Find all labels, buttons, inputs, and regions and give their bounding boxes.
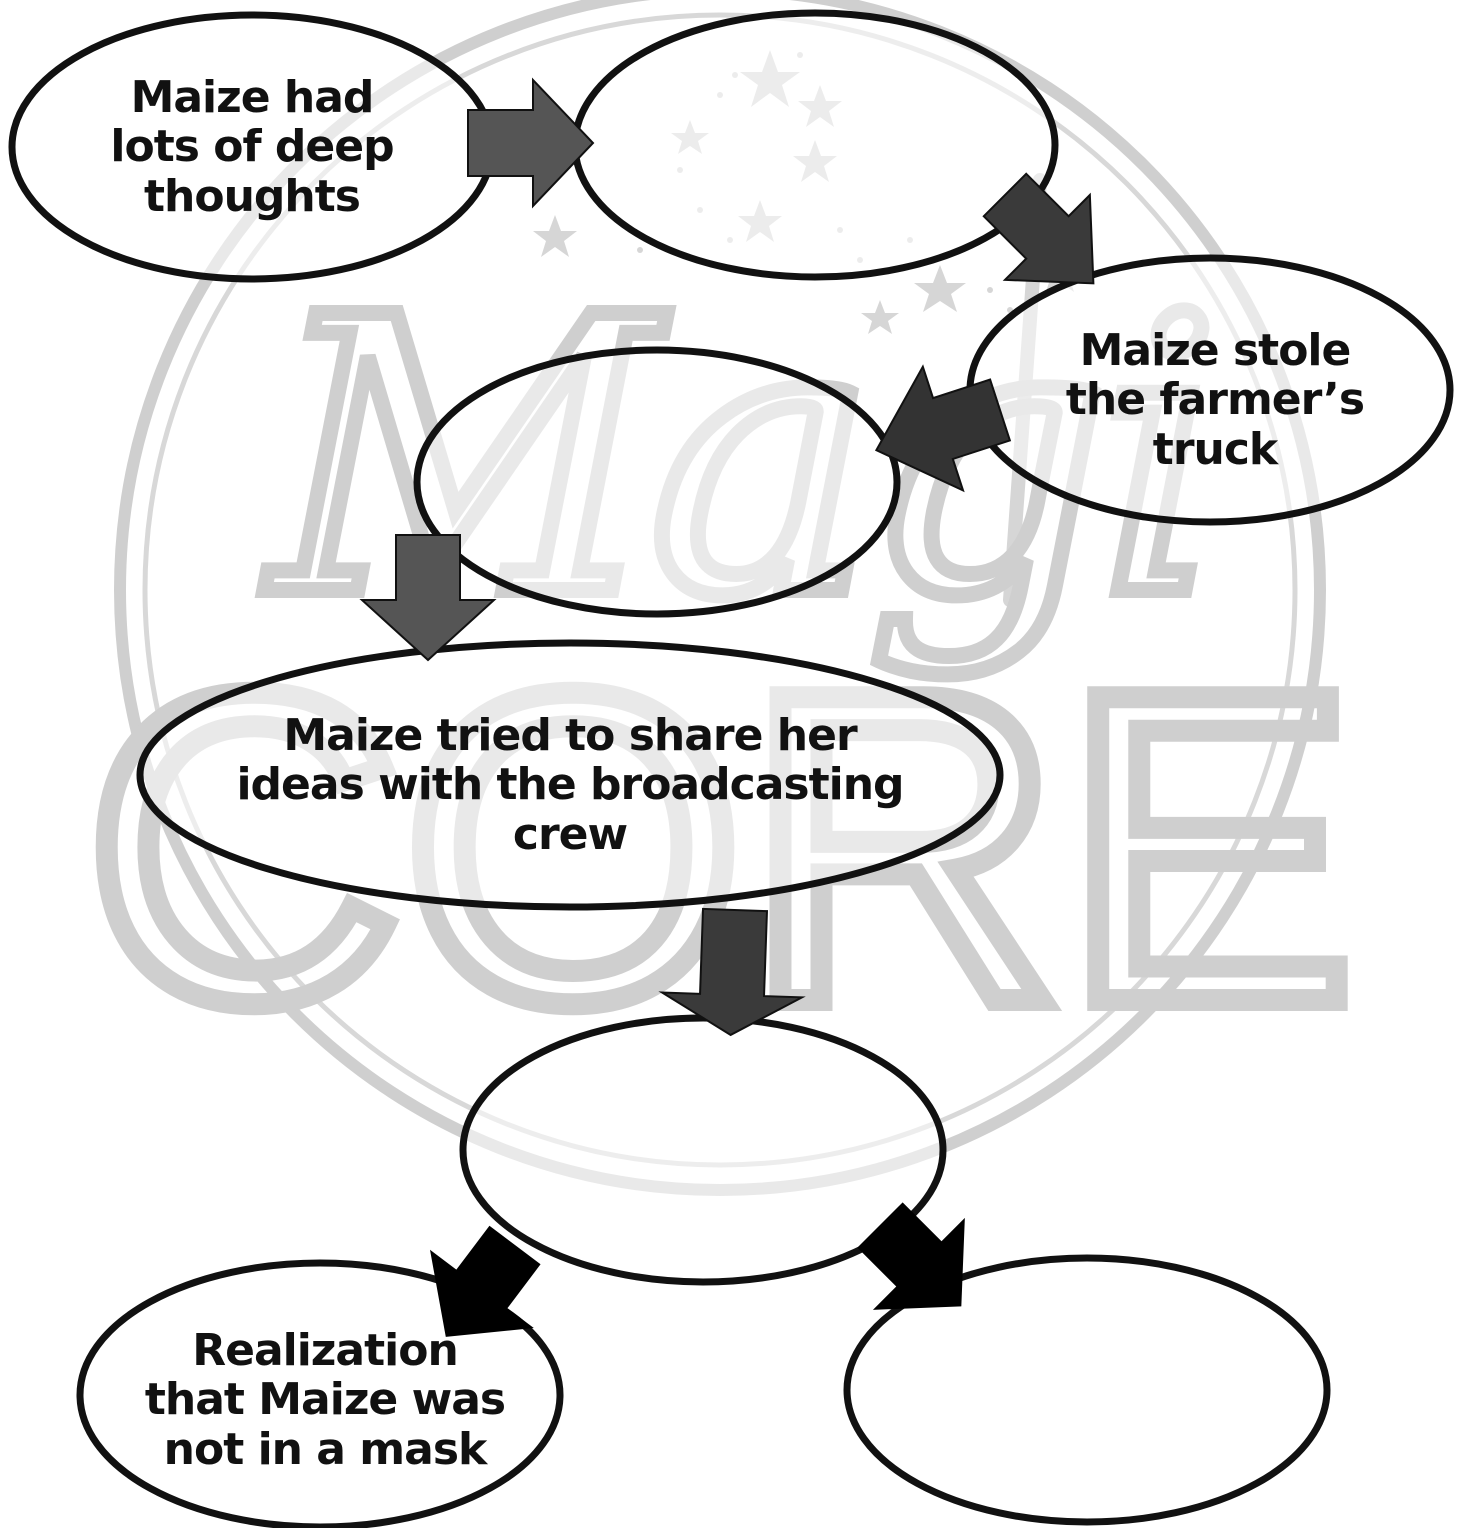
node-8-ellipse — [843, 1254, 1331, 1526]
arrow-4-to-5 — [359, 534, 497, 662]
arrow-5-to-6 — [658, 907, 806, 1037]
arrow-6-to-8 — [857, 1202, 965, 1310]
arrow-2-to-3 — [982, 172, 1095, 285]
arrow-6-to-7 — [429, 1225, 541, 1337]
node-share-ideas-text: Maize tried to share her ideas with the … — [236, 710, 904, 860]
arrows — [359, 77, 1095, 1337]
arrow-3-to-4 — [874, 364, 1012, 493]
node-stole-truck-text: Maize stole the farmer’s truck — [1065, 325, 1365, 475]
arrow-1-to-2 — [467, 77, 595, 209]
node-maize-thoughts-text: Maize had lots of deep thoughts — [110, 72, 394, 222]
node-realization-text: Realization that Maize was not in a mask — [144, 1325, 506, 1475]
node-4-blank-text — [480, 420, 830, 540]
node-8-blank-text — [920, 1330, 1250, 1450]
node-5-ellipse — [136, 639, 1004, 911]
node-6-blank-text — [540, 1090, 870, 1210]
node-4-ellipse — [413, 346, 901, 618]
node-7-ellipse — [76, 1259, 564, 1531]
node-2-blank-text — [640, 90, 990, 200]
